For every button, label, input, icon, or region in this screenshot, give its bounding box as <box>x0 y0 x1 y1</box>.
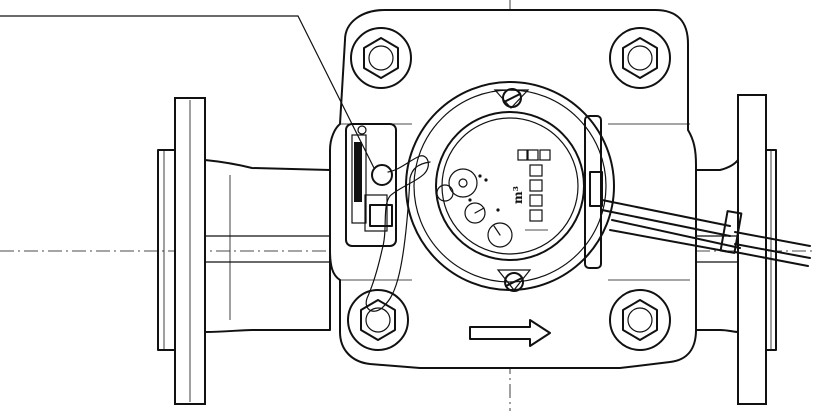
signal-cable <box>601 199 811 267</box>
meter-housing <box>329 9 697 369</box>
flow-direction-arrow-icon <box>469 319 551 347</box>
mounting-bolt-icon <box>350 27 412 89</box>
unit-label: m³ <box>511 186 525 204</box>
leader-line <box>0 15 375 169</box>
mounting-bolt-icon <box>609 27 671 89</box>
right-flange <box>737 94 777 405</box>
left-flange <box>157 97 206 405</box>
register-dial-icon: m³ <box>436 117 579 255</box>
cover-clamp <box>584 115 603 269</box>
seal-wire-icon <box>365 155 431 312</box>
mounting-bolt-icon <box>609 289 671 351</box>
left-pipe-body <box>204 159 331 333</box>
mounting-bolt-icon <box>347 289 409 351</box>
housing-inner-contour <box>340 123 690 281</box>
